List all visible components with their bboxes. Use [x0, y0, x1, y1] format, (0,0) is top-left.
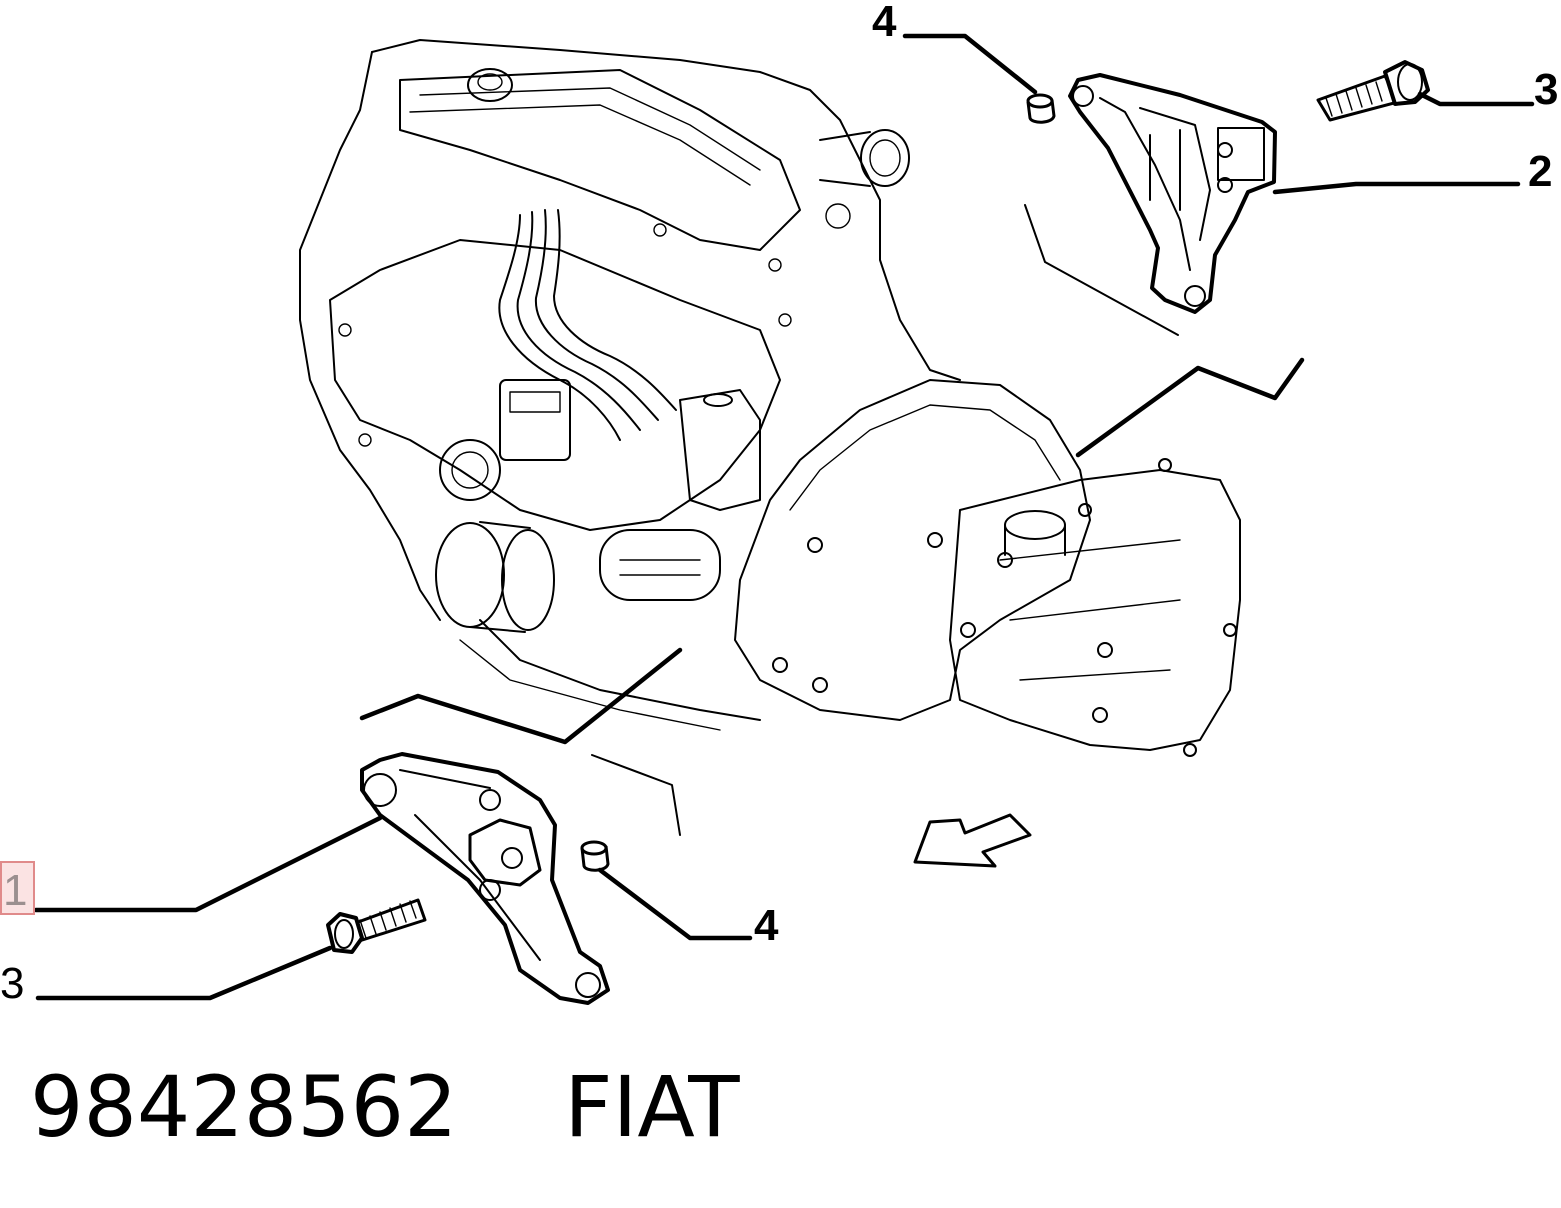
callout-label-2: 2	[1528, 147, 1552, 196]
callout-label-3-top: 3	[1534, 65, 1558, 114]
part-footer: 98428562 FIAT	[30, 1058, 740, 1158]
brand-name: FIAT	[564, 1058, 740, 1156]
front-mount-bracket	[360, 752, 610, 1005]
direction-arrow	[913, 813, 1032, 868]
engine-gearbox-assembly	[299, 39, 1241, 757]
callout-label-4-bottom: 4	[754, 901, 779, 950]
callout-labels: 4 3 2 1 3 4	[0, 0, 1558, 1008]
bush-bottom	[580, 840, 610, 872]
rear-mount-bracket	[1068, 73, 1277, 314]
callout-label-1[interactable]: 1	[3, 866, 27, 915]
mount-pointer-lines	[359, 204, 1305, 836]
part-number: 98428562	[30, 1058, 458, 1156]
leader-lines	[33, 33, 1535, 1001]
bush-top	[1026, 93, 1056, 124]
callout-label-4-top: 4	[872, 0, 897, 46]
callout-label-3-bottom: 3	[0, 959, 24, 1008]
bolt-top	[1316, 60, 1430, 122]
callout-1-highlight[interactable]	[0, 861, 35, 915]
bolt-bottom	[326, 898, 427, 954]
